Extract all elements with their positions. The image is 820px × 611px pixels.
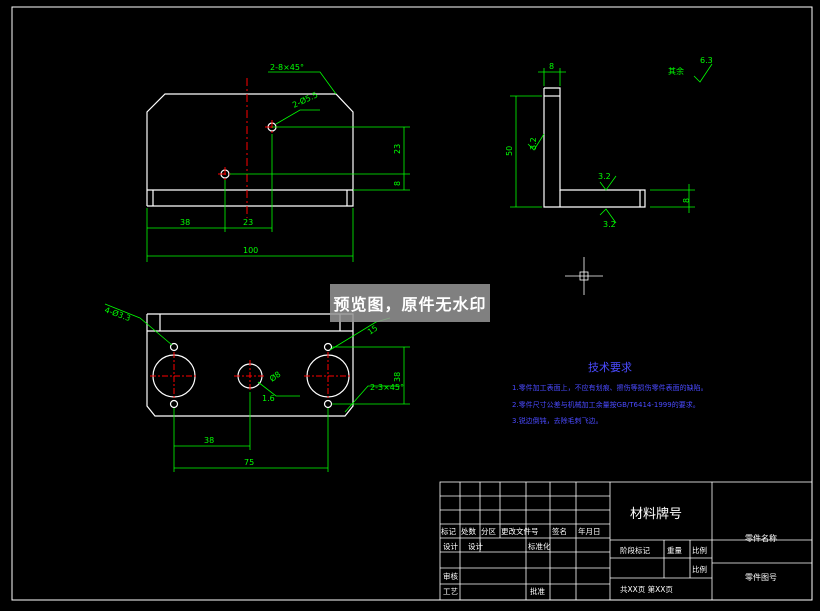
material-label: 材料牌号 [630,506,682,522]
front-dim-38: 38 [180,218,190,227]
scale-label-2: 比例 [692,564,707,574]
row-label-date: 年月日 [578,526,601,536]
front-hole-label: 2-Ø5.5 [291,89,320,109]
side-dim-8-top: 8 [549,62,554,71]
bottom-dimensions [104,303,410,472]
tech-requirements: 技术要求 1.零件加工表面上，不应有划痕、擦伤等损伤零件表面的缺陷。 2.零件尺… [512,361,708,425]
watermark-banner: 预览图，原件无水印 [330,284,490,322]
bottom-center-lines [150,352,352,400]
front-dim-23: 23 [243,218,253,227]
sheets-label: 共XX页 第XX页 [620,584,673,594]
sheet-border [11,6,813,601]
crosshair-cursor-icon [565,257,603,295]
scale-label: 比例 [692,545,707,555]
bottom-chamfer-label: 2-3×45° [370,383,404,392]
tech-req-item-2: 2.零件尺寸公差与机械加工余量按GB/T6414-1999的要求。 [512,400,700,409]
title-block [439,481,813,601]
side-roughness-2: 3.2 [598,172,611,181]
bottom-dim-75: 75 [244,458,254,467]
front-center-lines [218,78,279,218]
side-outline [543,87,646,208]
bottom-dim-1-6: 1.6 [262,394,275,403]
front-outline [146,93,354,207]
process-label: 工艺 [443,587,458,596]
side-view [543,87,646,208]
front-dimensions [146,71,410,262]
bottom-dim-15: 15 [366,323,380,336]
row-label-mark: 标记 [441,526,456,536]
tech-req-item-1: 1.零件加工表面上，不应有划痕、擦伤等损伤零件表面的缺陷。 [512,383,708,392]
side-roughness-1: 3.2 [529,137,538,150]
surface-note-label: 其余 [668,66,684,76]
design-label-2: 设计 [468,541,483,551]
weight-label: 重量 [667,546,682,555]
front-view [146,93,354,207]
bottom-bore-label: Ø8 [267,369,282,384]
front-dim-23-vertical: 23 [393,144,402,154]
review-label: 审核 [443,571,458,581]
bottom-hole-label: 4-Ø3.3 [103,304,132,323]
front-dim-100: 100 [243,246,258,255]
side-dim-8-base: 8 [682,198,691,203]
tech-req-title: 技术要求 [588,361,632,374]
standardization-label: 标准化 [528,541,551,551]
part-name-label: 零件名称 [745,533,777,543]
design-label: 设计 [443,541,458,551]
row-label-count: 处数 [461,526,476,536]
stage-mark-label: 阶段标记 [620,545,650,555]
side-dim-50: 50 [505,146,514,156]
title-block-texts: 材料牌号 零件名称 零件图号 标记 处数 分区 更改文件号 签名 年月日 设计 … [441,506,777,596]
approve-label: 批准 [530,586,545,596]
surface-note-value: 6.3 [700,56,713,65]
part-number-label: 零件图号 [745,572,777,582]
bottom-dim-texts: 4-Ø3.3 15 Ø8 1.6 2-3×45° 38 38 75 [103,304,404,467]
tech-req-item-3: 3.锐边倒钝，去除毛刺飞边。 [512,416,603,425]
front-chamfer-label: 2-8×45° [270,63,304,72]
front-dim-texts: 2-8×45° 2-Ø5.5 23 8 38 23 100 [180,63,402,255]
row-label-signature: 签名 [552,526,567,536]
bottom-dim-38-vertical: 38 [393,372,402,382]
row-label-change-doc: 更改文件号 [501,526,539,536]
side-dim-texts: 8 50 8 3.2 3.2 3.2 其余 6.3 [505,56,713,229]
row-label-zone: 分区 [481,527,496,536]
side-roughness-3: 3.2 [603,220,616,229]
side-dimensions [510,63,713,224]
bottom-dim-38: 38 [204,436,214,445]
front-dim-8: 8 [393,181,402,186]
